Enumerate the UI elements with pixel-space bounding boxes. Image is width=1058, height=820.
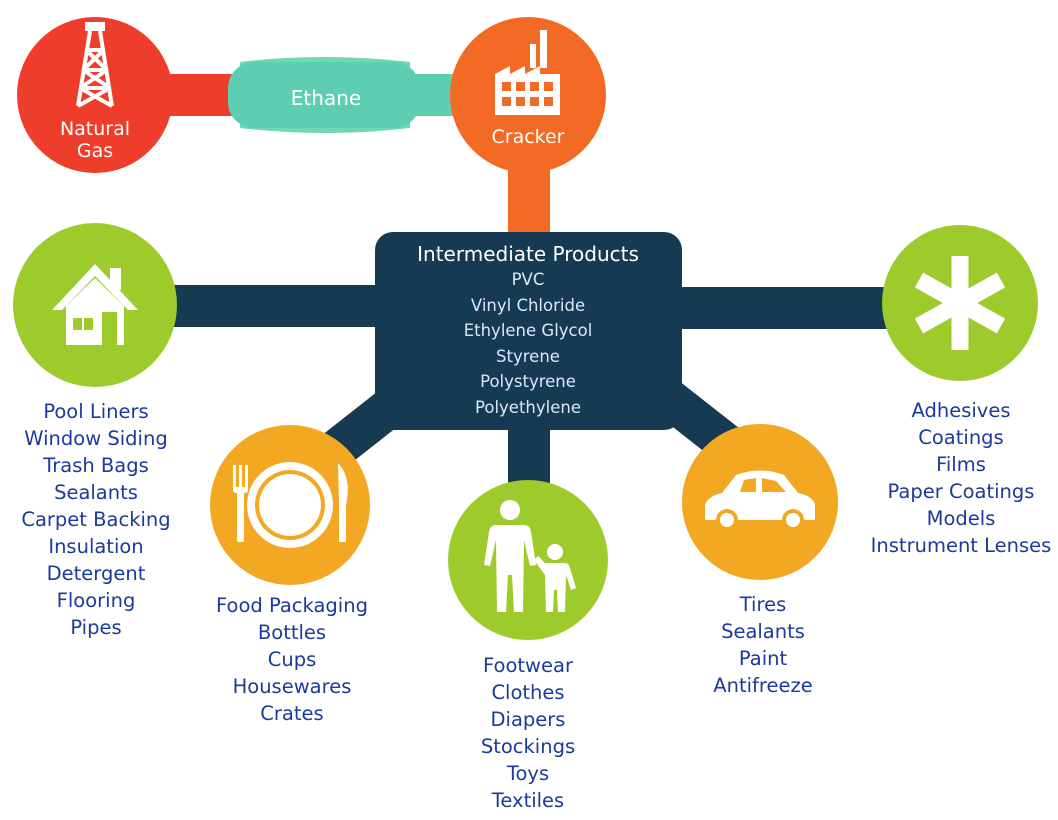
ethane-node	[228, 57, 420, 133]
list-item: Flooring	[56, 589, 136, 612]
family-icon	[484, 500, 576, 612]
list-item: Food Packaging	[216, 594, 368, 617]
list-item: Tires	[739, 593, 787, 616]
intermediate-product-item: Styrene	[496, 346, 560, 366]
ethane-label: Ethane	[290, 86, 362, 110]
car-icon	[705, 470, 815, 531]
list-item: Detergent	[46, 562, 146, 585]
misc-products-list: Adhesives Coatings Films Paper Coatings …	[866, 397, 1056, 559]
car-products-list: Tires Sealants Paint Antifreeze	[688, 591, 838, 699]
list-item: Coatings	[918, 426, 1004, 449]
intermediate-product-item: PVC	[511, 270, 545, 289]
intermediate-products-box	[375, 232, 682, 430]
cracker-label: Cracker	[491, 126, 565, 148]
house-icon	[52, 264, 138, 345]
list-item: Housewares	[232, 675, 352, 698]
natural-gas-label: Natural Gas	[59, 118, 131, 162]
list-item: Instrument Lenses	[870, 534, 1052, 557]
list-item: Adhesives	[911, 399, 1011, 422]
list-item: Bottles	[257, 621, 327, 644]
plate-fork-knife-icon	[233, 462, 348, 548]
list-item: Toys	[506, 762, 550, 785]
intermediate-product-item: Polystyrene	[480, 372, 576, 391]
list-item: Window Siding	[24, 427, 168, 450]
intermediate-products-title: Intermediate Products	[417, 242, 639, 266]
list-item: Clothes	[491, 681, 565, 704]
list-item: Insulation	[48, 535, 144, 558]
people-node	[448, 480, 608, 640]
home-node	[13, 223, 177, 387]
home-products-list: Pool Liners Window Siding Trash Bags Sea…	[2, 398, 190, 641]
natural-gas-node	[17, 17, 173, 173]
food-products-list: Food Packaging Bottles Cups Housewares C…	[197, 592, 387, 727]
intermediate-product-item: Vinyl Chloride	[470, 295, 586, 315]
left-arm-connector	[160, 285, 400, 327]
misc-node	[882, 225, 1038, 381]
food-node	[210, 425, 370, 585]
list-item: Paint	[738, 647, 788, 670]
list-item: Footwear	[483, 654, 573, 677]
factory-icon	[495, 30, 560, 115]
list-item: Textiles	[491, 789, 565, 812]
list-item: Stockings	[480, 735, 576, 758]
list-item: Pool Liners	[43, 400, 149, 423]
people-products-list: Footwear Clothes Diapers Stockings Toys …	[438, 652, 618, 814]
right-arm-connector	[660, 287, 900, 329]
cracker-node	[450, 17, 606, 173]
list-item: Cups	[267, 648, 317, 671]
list-item: Models	[926, 507, 996, 530]
list-item: Sealants	[54, 481, 138, 504]
list-item: Films	[936, 453, 986, 476]
list-item: Trash Bags	[43, 454, 149, 477]
gas-to-ethane-connector	[160, 74, 240, 116]
list-item: Diapers	[490, 708, 566, 731]
list-item: Crates	[260, 702, 324, 725]
list-item: Sealants	[721, 620, 805, 643]
asterisk-icon	[914, 256, 1006, 350]
intermediate-products-list: PVC Vinyl Chloride Ethylene Glycol Styre…	[378, 267, 678, 420]
list-item: Antifreeze	[713, 674, 813, 697]
intermediate-product-item: Ethylene Glycol	[463, 321, 593, 340]
list-item: Paper Coatings	[887, 480, 1035, 503]
oil-derrick-icon	[76, 22, 114, 108]
car-node	[682, 424, 838, 580]
intermediate-product-item: Polyethylene	[475, 397, 581, 417]
list-item: Pipes	[70, 616, 122, 639]
list-item: Carpet Backing	[21, 508, 171, 531]
